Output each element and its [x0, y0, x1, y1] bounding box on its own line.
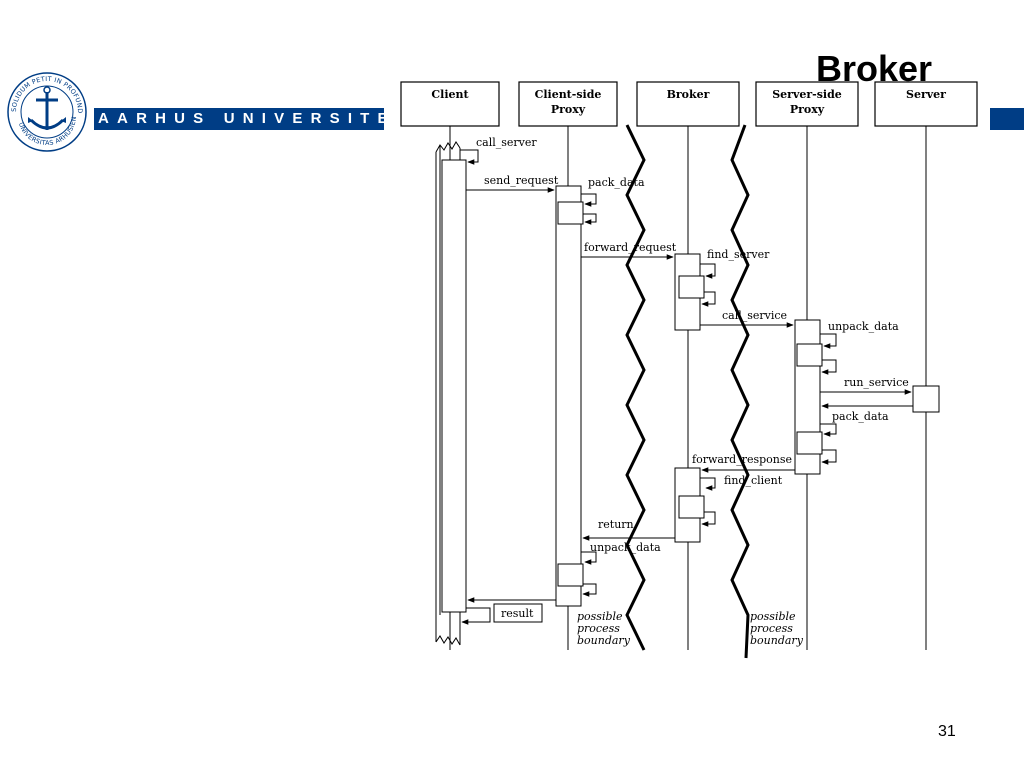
msg-result: result: [501, 607, 534, 620]
msg-run-service: run_service: [844, 376, 909, 389]
msg-pack-data: pack_data: [588, 176, 645, 189]
msg-unpack-data: unpack_data: [828, 320, 899, 333]
page-number: 31: [938, 723, 956, 740]
msg-send-request: send_request: [484, 174, 559, 187]
process-boundary-right: [730, 124, 750, 659]
participant-server-proxy: Server-side Proxy: [755, 81, 859, 127]
participant-server: Server: [874, 81, 978, 127]
message-arrows: [460, 149, 913, 625]
client-proxy-activation: [555, 185, 584, 607]
msg-return: return: [598, 518, 634, 531]
msg-forward-response: forward_response: [692, 453, 792, 466]
boundary-left-line-1: possible: [577, 610, 623, 623]
participant-server-label: Server: [906, 88, 946, 101]
participant-server-proxy-label-1: Server-side: [772, 88, 842, 101]
university-name: AARHUS UNIVERSITET: [98, 110, 414, 127]
msg-unpack-data-client: unpack_data: [590, 541, 661, 554]
client-activation: [435, 141, 467, 646]
boundary-right-line-1: possible: [750, 610, 796, 623]
msg-pack-data-server: pack_data: [832, 410, 889, 423]
boundary-right-line-2: process: [750, 622, 793, 635]
participant-broker-label: Broker: [667, 88, 710, 101]
boundary-left-line-2: process: [577, 622, 620, 635]
msg-find-client: find_client: [724, 474, 783, 487]
msg-find-server: find_server: [707, 248, 770, 261]
server-proxy-activation: [794, 319, 823, 475]
participant-broker: Broker: [636, 81, 740, 127]
participant-client-proxy-label-2: Proxy: [551, 103, 586, 116]
msg-forward-request: forward_request: [584, 241, 677, 254]
university-seal-logo: SOLIDUM PETIT IN PROFUNDIS UNIVERSITAS A…: [6, 70, 87, 152]
boundary-right-line-3: boundary: [750, 634, 804, 647]
university-name-band: AARHUS UNIVERSITET: [94, 108, 405, 130]
participant-client: Client: [400, 81, 500, 127]
participant-server-proxy-label-2: Proxy: [790, 103, 825, 116]
participant-client-proxy-label-1: Client-side: [535, 88, 602, 101]
brand-band-right: [990, 108, 1024, 130]
server-activation: [912, 385, 940, 413]
msg-call-server: call_server: [476, 136, 537, 149]
broker-activation: [674, 253, 705, 543]
boundary-left-line-3: boundary: [577, 634, 631, 647]
participant-client-label: Client: [431, 88, 469, 101]
msg-call-service: call_service: [722, 309, 787, 322]
participant-client-proxy: Client-side Proxy: [518, 81, 618, 127]
process-boundary-left: [625, 124, 646, 651]
